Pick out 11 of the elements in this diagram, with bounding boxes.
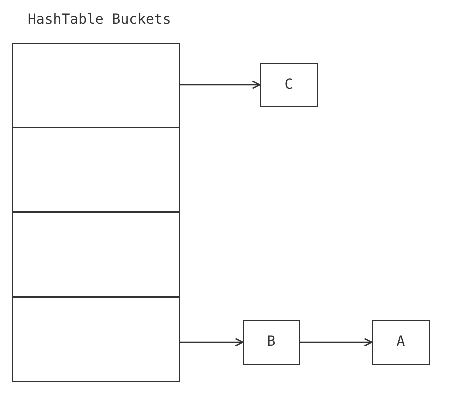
node-box: A — [372, 320, 430, 365]
bucket-box — [12, 297, 180, 382]
bucket-box — [12, 43, 180, 128]
bucket-box — [12, 127, 180, 212]
arrow — [180, 80, 261, 90]
arrow — [180, 338, 244, 347]
diagram-title: HashTable Buckets — [28, 11, 172, 30]
node-box: C — [260, 63, 318, 107]
node-box: B — [243, 320, 300, 365]
bucket-box — [12, 212, 180, 297]
arrow — [300, 338, 373, 347]
